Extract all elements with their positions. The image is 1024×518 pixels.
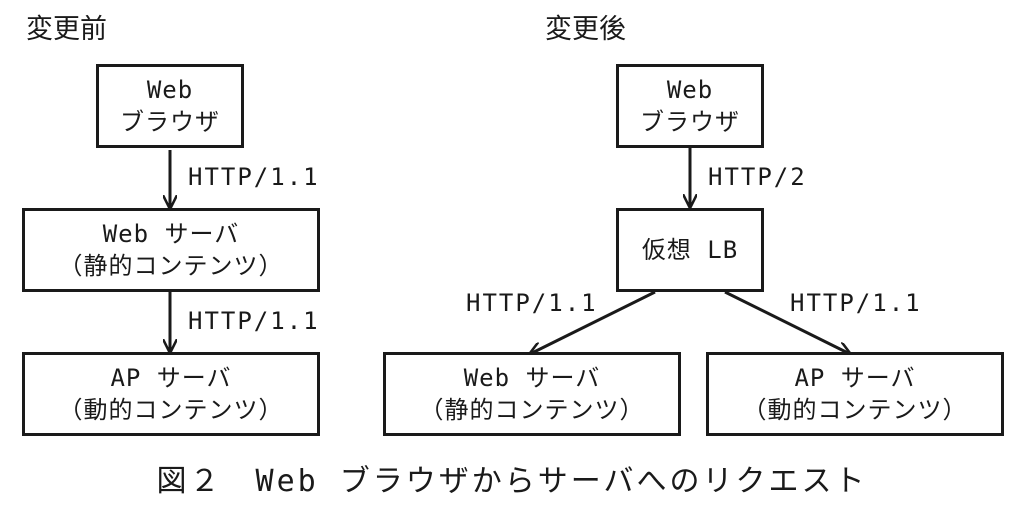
after-web-server-label-line1: Web サーバ xyxy=(463,364,601,392)
after-browser-label-line1: Web xyxy=(666,76,714,104)
after-web-server-box: Web サーバ （静的コンテンツ） xyxy=(383,352,681,436)
after-ap-server-label-line1: AP サーバ xyxy=(794,364,916,392)
arrow-after-lb-to-web xyxy=(530,290,656,354)
after-edge-label-browser-lb: HTTP/2 xyxy=(708,163,807,191)
before-browser-box: Web ブラウザ xyxy=(96,64,244,148)
after-heading: 変更後 xyxy=(545,14,626,45)
before-browser-label-line2: ブラウザ xyxy=(120,108,220,136)
before-heading: 変更前 xyxy=(26,14,107,45)
before-ap-server-box: AP サーバ （動的コンテンツ） xyxy=(22,352,320,436)
after-ap-server-box: AP サーバ （動的コンテンツ） xyxy=(706,352,1004,436)
after-edge-label-lb-ap: HTTP/1.1 xyxy=(790,289,922,317)
arrow-after-lb-to-ap xyxy=(724,290,850,354)
after-lb-box: 仮想 LB xyxy=(616,208,764,292)
after-ap-server-label-line2: （動的コンテンツ） xyxy=(742,396,968,424)
after-browser-box: Web ブラウザ xyxy=(616,64,764,148)
after-web-server-label-line2: （静的コンテンツ） xyxy=(419,396,645,424)
before-web-server-label-line2: （静的コンテンツ） xyxy=(58,252,284,280)
after-browser-label-line2: ブラウザ xyxy=(640,108,740,136)
before-ap-server-label-line1: AP サーバ xyxy=(110,364,232,392)
before-ap-server-label-line2: （動的コンテンツ） xyxy=(58,396,284,424)
before-web-server-box: Web サーバ （静的コンテンツ） xyxy=(22,208,320,292)
before-edge-label-browser-web: HTTP/1.1 xyxy=(188,163,320,191)
figure-caption: 図２ Web ブラウザからサーバへのリクエスト xyxy=(156,464,868,499)
before-web-server-label-line1: Web サーバ xyxy=(102,220,240,248)
before-edge-label-web-ap: HTTP/1.1 xyxy=(188,307,320,335)
after-edge-label-lb-web: HTTP/1.1 xyxy=(466,289,598,317)
after-lb-label: 仮想 LB xyxy=(641,236,739,264)
before-browser-label-line1: Web xyxy=(146,76,194,104)
